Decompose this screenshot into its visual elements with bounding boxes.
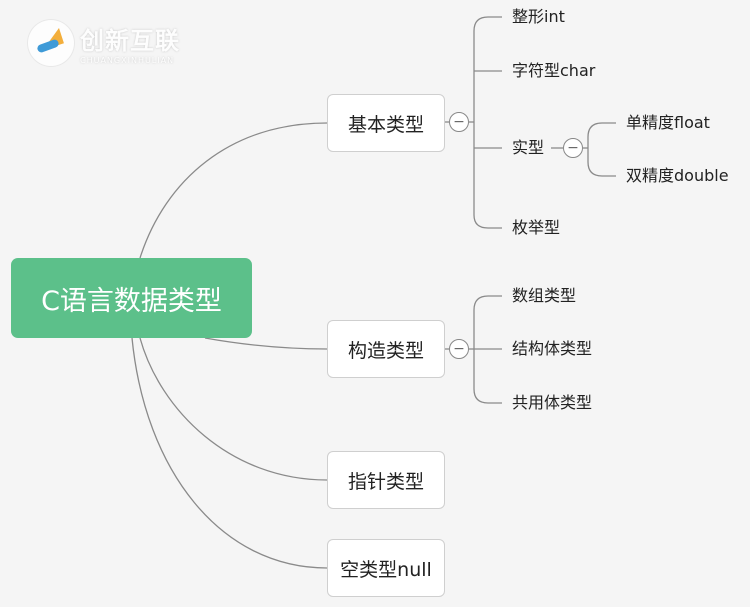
logo-name-en: CHUANGXINHULIAN (80, 56, 175, 65)
leaf-enum[interactable]: 枚举型 (512, 218, 561, 237)
leaf-int[interactable]: 整形int (512, 7, 565, 26)
node-construct-type[interactable]: 构造类型 (327, 320, 445, 378)
brand-logo: 创新互联 CHUANGXINHULIAN (28, 20, 203, 66)
root-node[interactable]: C语言数据类型 (11, 258, 252, 338)
leaf-char[interactable]: 字符型char (512, 61, 596, 80)
leaf-union[interactable]: 共用体类型 (512, 393, 593, 412)
link-root-basic (139, 122, 328, 259)
leaf-array[interactable]: 数组类型 (512, 286, 577, 305)
leaf-struct[interactable]: 结构体类型 (512, 339, 593, 358)
link-root-pointer (139, 337, 328, 481)
leaf-double[interactable]: 双精度double (626, 166, 729, 185)
node-void-type[interactable]: 空类型null (327, 539, 445, 597)
logo-icon (28, 20, 74, 66)
node-pointer-type[interactable]: 指针类型 (327, 451, 445, 509)
link-root-void (131, 337, 328, 569)
collapse-real-button[interactable]: − (563, 138, 583, 158)
leaf-float[interactable]: 单精度float (626, 113, 710, 132)
bracket-basic (473, 16, 502, 229)
bracket-real (587, 122, 616, 177)
collapse-construct-button[interactable]: − (449, 339, 469, 359)
collapse-basic-button[interactable]: − (449, 112, 469, 132)
node-basic-type[interactable]: 基本类型 (327, 94, 445, 152)
logo-name-cn: 创新互联 (80, 27, 180, 55)
link-root-construct (204, 337, 328, 350)
leaf-real[interactable]: 实型 (512, 138, 545, 157)
